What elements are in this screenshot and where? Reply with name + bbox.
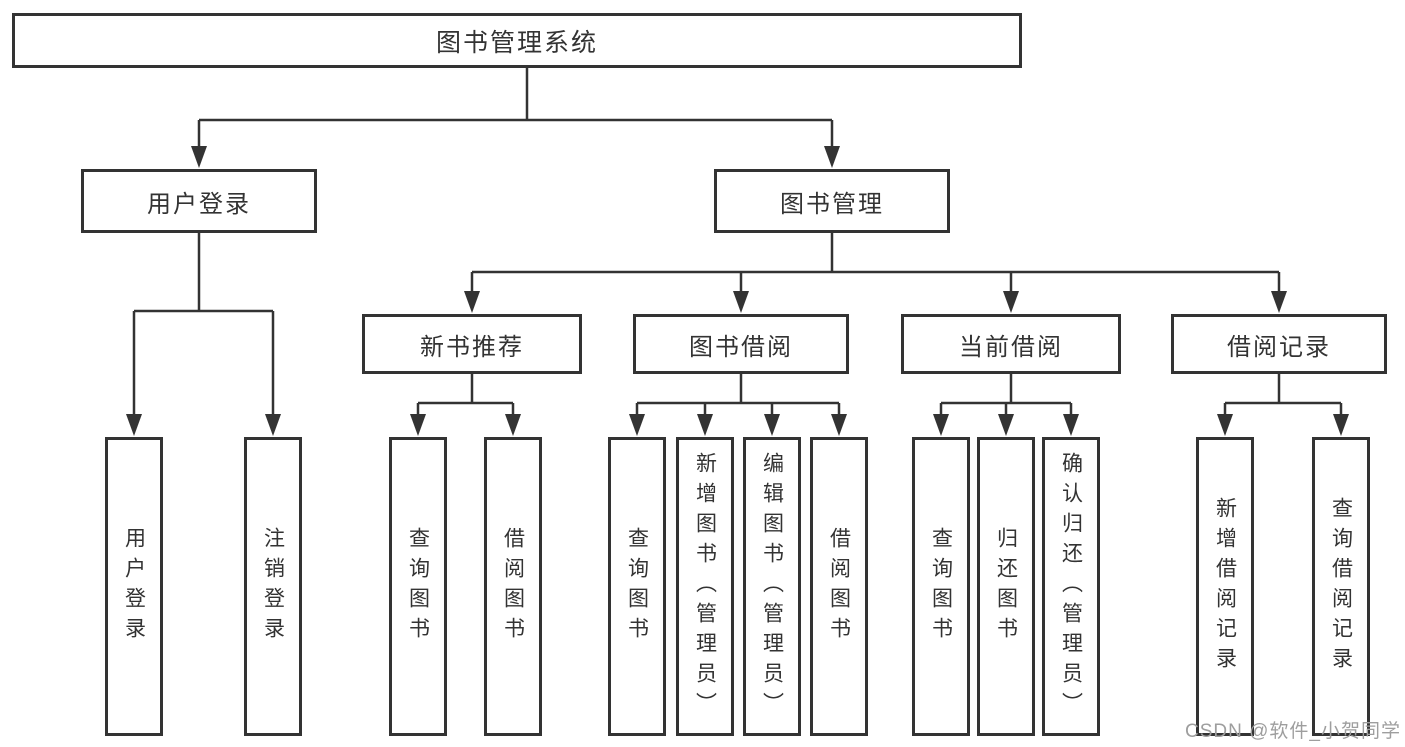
node-label: 新增借阅记录 — [1213, 496, 1237, 677]
node-current-borrow: 当前借阅 — [901, 314, 1121, 374]
node-op-query-books: 查询图书 — [608, 437, 666, 736]
node-op-borrow-books: 借阅图书 — [810, 437, 868, 736]
node-label: 当前借阅 — [959, 333, 1063, 361]
node-op-confirm-return-admin: 确认归还（管理员） — [1042, 437, 1100, 736]
node-label: 查询图书 — [625, 526, 649, 647]
node-label: 确认归还（管理员） — [1059, 451, 1083, 722]
node-system-root: 图书管理系统 — [12, 13, 1022, 68]
node-label: 图书借阅 — [689, 333, 793, 361]
node-label: 用户登录 — [122, 526, 146, 647]
node-label: 编辑图书（管理员） — [760, 451, 784, 722]
node-book-management: 图书管理 — [714, 169, 950, 233]
node-label: 新书推荐 — [420, 333, 524, 361]
node-label: 归还图书 — [994, 526, 1018, 647]
node-label: 图书管理 — [780, 190, 884, 218]
node-label: 用户登录 — [147, 190, 251, 218]
connector-lines — [132, 68, 1343, 418]
node-label: 借阅图书 — [827, 526, 851, 647]
node-label: 借阅记录 — [1227, 333, 1331, 361]
node-op-return-books: 归还图书 — [977, 437, 1035, 736]
node-label: 借阅图书 — [501, 526, 525, 647]
node-op-edit-books-admin: 编辑图书（管理员） — [743, 437, 801, 736]
node-label: 注销登录 — [261, 526, 285, 647]
node-book-borrow: 图书借阅 — [633, 314, 849, 374]
node-op-borrow-books-recommend: 借阅图书 — [484, 437, 542, 736]
arrowheads — [126, 146, 1349, 436]
node-op-add-borrow-record: 新增借阅记录 — [1196, 437, 1254, 736]
node-label: 查询图书 — [929, 526, 953, 647]
node-op-query-books-recommend: 查询图书 — [389, 437, 447, 736]
node-op-query-current: 查询图书 — [912, 437, 970, 736]
node-op-user-login: 用户登录 — [105, 437, 163, 736]
node-label: 新增图书（管理员） — [693, 451, 717, 722]
node-op-add-books-admin: 新增图书（管理员） — [676, 437, 734, 736]
node-op-query-borrow-record: 查询借阅记录 — [1312, 437, 1370, 736]
node-label: 查询图书 — [406, 526, 430, 647]
node-user-login: 用户登录 — [81, 169, 317, 233]
node-new-book-recommend: 新书推荐 — [362, 314, 582, 374]
node-label: 图书管理系统 — [435, 28, 598, 57]
node-op-logout: 注销登录 — [244, 437, 302, 736]
node-label: 查询借阅记录 — [1329, 496, 1353, 677]
node-borrow-records: 借阅记录 — [1171, 314, 1387, 374]
